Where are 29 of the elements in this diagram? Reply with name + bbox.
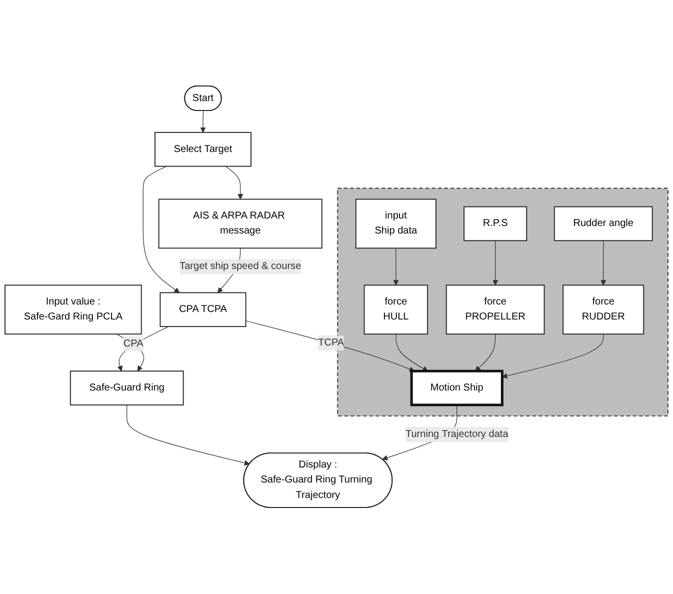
arrow	[117, 326, 169, 372]
node-box: Select Target	[154, 132, 252, 167]
node-box: force HULL	[364, 284, 428, 335]
arrow	[492, 240, 498, 286]
arrow	[245, 320, 415, 372]
arrow	[126, 404, 250, 466]
node-box: R.P.S	[464, 206, 528, 242]
node-box: force RUDDER	[562, 284, 644, 335]
edge-label: Turning Trajectory data	[405, 429, 508, 440]
node-box: Input value : Safe-Gard Ring PCLA	[4, 284, 142, 335]
edge-label: Target ship speed & course	[180, 261, 302, 272]
arrow	[393, 248, 399, 286]
arrow	[200, 110, 206, 133]
arrow	[396, 334, 428, 372]
arrow	[116, 334, 144, 372]
arrow	[475, 334, 496, 372]
node-box: Safe-Guard Ring	[70, 370, 184, 406]
arrow	[502, 334, 604, 379]
node-box: CPA TCPA	[160, 292, 246, 328]
arrow	[225, 166, 244, 200]
arrow	[600, 240, 606, 286]
node-box: Motion Ship	[410, 370, 504, 406]
node-box: Rudder angle	[554, 206, 653, 242]
edge-label: CPA	[123, 338, 144, 350]
node-box: AIS & ARPA RADAR message	[158, 199, 322, 249]
arrow	[142, 166, 180, 294]
edge-label: TCPA	[318, 338, 344, 348]
node-box: force PROPELLER	[446, 284, 545, 335]
node-box: input Ship data	[355, 199, 436, 249]
